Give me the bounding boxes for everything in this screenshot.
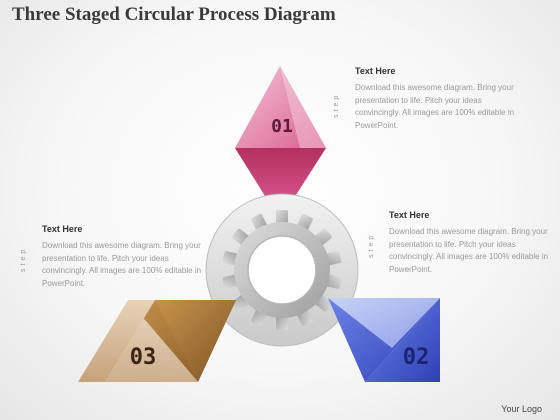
step-02-text-block: Text Here Download this awesome diagram.… — [389, 210, 559, 276]
gear-icon — [222, 210, 342, 330]
step-03-heading: Text Here — [42, 224, 83, 234]
step-number-03: 03 — [130, 345, 157, 370]
step-01-diamond: 01 — [235, 66, 326, 220]
step-02-side-label: step — [368, 232, 375, 258]
page-title: Three Staged Circular Process Diagram — [12, 4, 336, 25]
gear-tooth — [276, 210, 288, 226]
step-01-heading: Text Here — [355, 66, 396, 76]
step-01-body: Download this awesome diagram. Bring you… — [355, 83, 515, 130]
step-02-heading: Text Here — [389, 210, 430, 220]
step-number-01: 01 — [271, 116, 293, 137]
step-03-side-label: step — [20, 246, 27, 272]
step-02-triangle: 02 — [328, 298, 440, 382]
logo: Your Logo — [501, 404, 542, 414]
step-01-text-block: Text Here Download this awesome diagram.… — [355, 66, 525, 132]
step-01-side-label: step — [333, 92, 340, 118]
step-number-02: 02 — [403, 345, 430, 370]
gear-tooth — [276, 314, 288, 330]
step-02-body: Download this awesome diagram. Bring you… — [389, 227, 549, 274]
step-03-body: Download this awesome diagram. Bring you… — [42, 241, 202, 288]
step-03-text-block: Text Here Download this awesome diagram.… — [42, 224, 212, 290]
step-03-triangle: 03 — [78, 300, 236, 382]
